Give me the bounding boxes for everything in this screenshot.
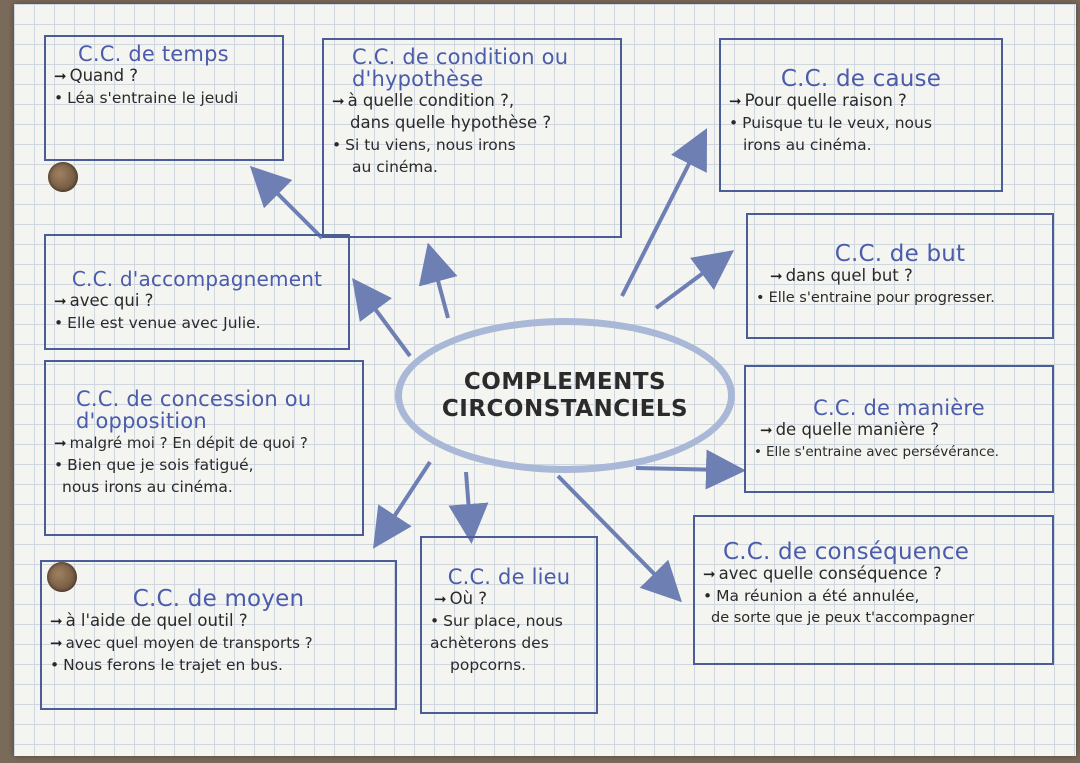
box-accompagnement-example: •Elle est venue avec Julie. (54, 314, 261, 332)
box-concession: C.C. de concession ou d'opposition ➞malg… (44, 360, 364, 536)
arrow-icon: ➞ (54, 292, 67, 310)
box-maniere-example: •Elle s'entraine avec persévérance. (754, 444, 999, 460)
box-concession-question: ➞malgré moi ? En dépit de quoi ? (54, 434, 308, 452)
box-condition-title-line1: C.C. de condition ou (352, 45, 569, 69)
box-lieu-question: ➞Où ? (434, 589, 488, 608)
box-consequence-example-line2: de sorte que je peux t'accompagner (711, 610, 975, 626)
box-consequence-question: ➞avec quelle conséquence ? (703, 564, 942, 583)
box-moyen-example: •Nous ferons le trajet en bus. (50, 656, 283, 674)
box-cause-example-line1: •Puisque tu le veux, nous (729, 114, 932, 132)
bullet-icon: • (729, 114, 739, 132)
box-concession-title-line2: d'opposition (76, 409, 207, 433)
box-lieu-example-line3: popcorns. (450, 656, 527, 674)
bullet-icon: • (332, 136, 342, 154)
bullet-icon: • (703, 587, 713, 605)
box-but: C.C. de but ➞dans quel but ? •Elle s'ent… (746, 213, 1054, 339)
arrow-to-consequence (556, 474, 683, 603)
arrow-to-condition (418, 242, 458, 319)
arrow-icon: ➞ (50, 612, 63, 630)
box-concession-title-line1: C.C. de concession ou (76, 387, 312, 411)
box-but-example: •Elle s'entraine pour progresser. (756, 290, 995, 306)
box-cause-title: C.C. de cause (780, 66, 942, 92)
arrow-to-cause (620, 128, 708, 297)
box-moyen-question-line1: ➞à l'aide de quel outil ? (50, 611, 248, 630)
bullet-icon: • (54, 456, 64, 474)
center-ellipse: COMPLEMENTS CIRCONSTANCIELS (395, 318, 735, 473)
arrow-icon: ➞ (703, 565, 716, 583)
box-but-question: ➞dans quel but ? (770, 266, 913, 285)
center-title-line2: CIRCONSTANCIELS (441, 395, 689, 422)
box-consequence-example-line1: •Ma réunion a été annulée, (703, 587, 920, 605)
box-consequence: C.C. de conséquence ➞avec quelle conséqu… (693, 515, 1054, 665)
arrow-icon: ➞ (332, 92, 345, 110)
box-concession-example-line2: nous irons au cinéma. (62, 478, 233, 496)
box-condition-title-line2: d'hypothèse (352, 67, 484, 91)
box-temps-title: C.C. de temps (78, 42, 229, 66)
arrow-icon: ➞ (770, 267, 783, 285)
bullet-icon: • (756, 290, 765, 306)
box-accompagnement-question: ➞avec qui ? (54, 291, 154, 310)
box-moyen: C.C. de moyen ➞à l'aide de quel outil ? … (40, 560, 397, 710)
arrow-to-maniere (635, 449, 746, 490)
box-lieu-example-line2: achèterons des (430, 634, 549, 652)
box-condition-question-line2: dans quelle hypothèse ? (350, 113, 552, 132)
bullet-icon: • (54, 314, 64, 332)
arrow-to-temps (249, 165, 324, 240)
binder-hole-bottom (47, 562, 77, 592)
box-lieu-title: C.C. de lieu (447, 565, 571, 589)
arrow-to-accompagnement (352, 277, 412, 358)
box-temps-example: •Léa s'entraine le jeudi (54, 89, 239, 107)
box-maniere-question: ➞de quelle manière ? (760, 420, 940, 439)
bullet-icon: • (754, 444, 762, 460)
box-condition: C.C. de condition ou d'hypothèse ➞à quel… (322, 38, 622, 238)
arrow-icon: ➞ (729, 92, 742, 110)
box-lieu-example-line1: •Sur place, nous (430, 612, 563, 630)
bullet-icon: • (54, 89, 64, 107)
box-moyen-title: C.C. de moyen (132, 586, 305, 612)
box-accompagnement: C.C. d'accompagnement ➞avec qui ? •Elle … (44, 234, 350, 350)
box-lieu: C.C. de lieu ➞Où ? •Sur place, nous achè… (420, 536, 598, 714)
box-condition-example-line1: •Si tu viens, nous irons (332, 136, 516, 154)
box-consequence-title: C.C. de conséquence (723, 539, 970, 565)
bullet-icon: • (50, 656, 60, 674)
arrow-icon: ➞ (54, 434, 67, 452)
box-temps-question: ➞Quand ? (54, 66, 139, 85)
arrow-to-concession (373, 460, 432, 549)
box-maniere: C.C. de manière ➞de quelle manière ? •El… (744, 365, 1054, 493)
box-condition-example-line2: au cinéma. (352, 158, 438, 176)
box-but-title: C.C. de but (834, 241, 966, 267)
arrow-to-but (654, 250, 735, 310)
center-title-line1: COMPLEMENTS (463, 368, 667, 395)
box-accompagnement-title: C.C. d'accompagnement (71, 267, 323, 291)
box-maniere-title: C.C. de manière (813, 396, 985, 420)
box-cause-example-line2: irons au cinéma. (743, 136, 872, 154)
box-cause: C.C. de cause ➞Pour quelle raison ? •Pui… (719, 38, 1003, 192)
arrow-icon: ➞ (54, 67, 67, 85)
box-condition-question-line1: ➞à quelle condition ?, (332, 91, 515, 110)
arrow-icon: ➞ (50, 634, 63, 652)
arrow-icon: ➞ (434, 590, 447, 608)
arrow-to-lieu (448, 471, 489, 544)
box-moyen-question-line2: ➞avec quel moyen de transports ? (50, 634, 313, 652)
binder-hole-top (48, 162, 78, 192)
bullet-icon: • (430, 612, 440, 630)
box-cause-question: ➞Pour quelle raison ? (729, 91, 907, 110)
box-concession-example-line1: •Bien que je sois fatigué, (54, 456, 254, 474)
arrow-icon: ➞ (760, 421, 773, 439)
box-temps: C.C. de temps ➞Quand ? •Léa s'entraine l… (44, 35, 284, 161)
